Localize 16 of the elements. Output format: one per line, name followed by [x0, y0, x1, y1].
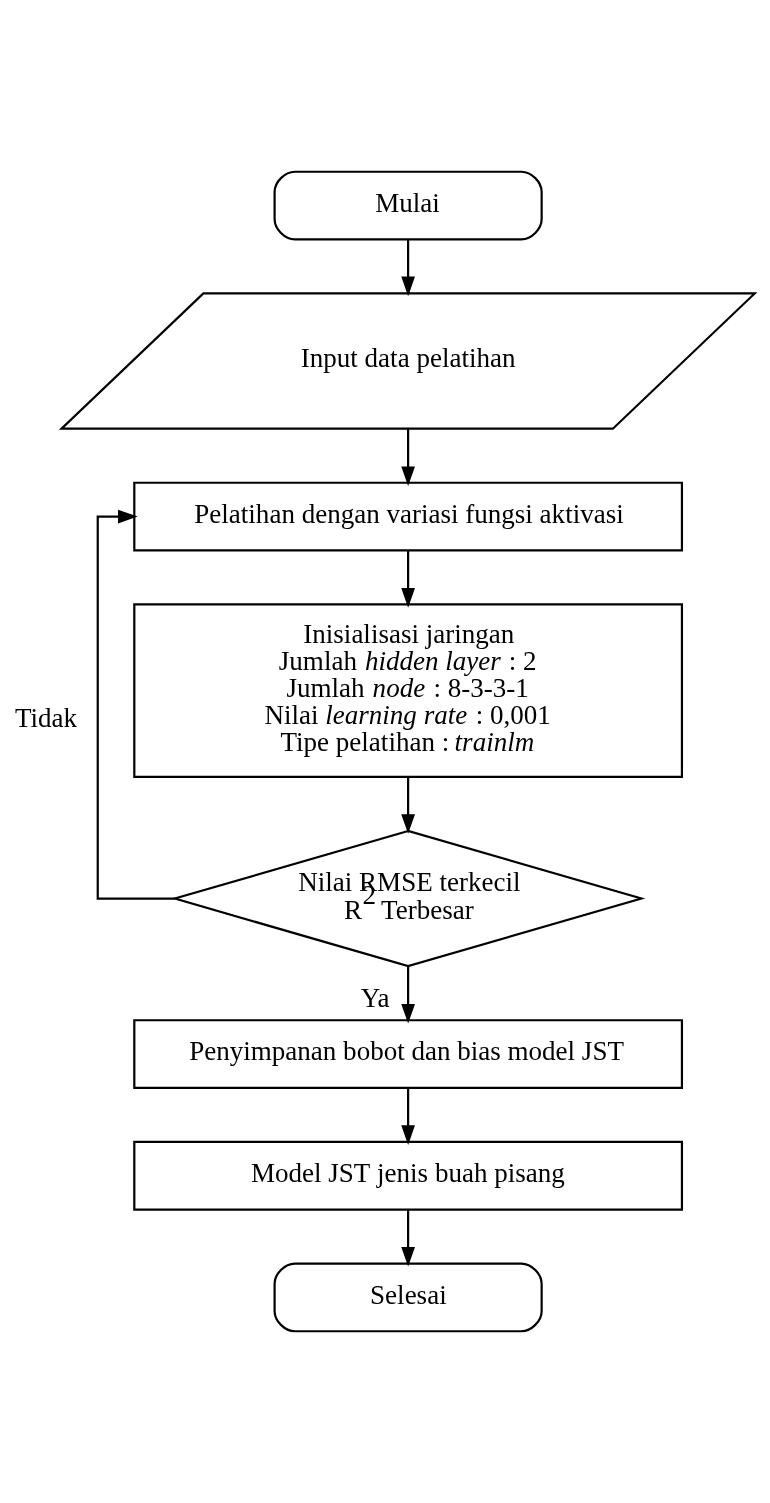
node-box: Inisialisasi jaringan Jumlah hidden layer : 2 Jumlah node : 8-3-3-1 Nilai learning rate : 0,001 Tipe pelatihan : trainlm: [133, 603, 684, 778]
node-box: Mulai: [273, 170, 543, 241]
arrow: [401, 550, 415, 608]
arrow: [401, 1209, 415, 1267]
node-box: Selesai: [273, 1262, 543, 1333]
arrow: [96, 509, 175, 900]
arrow: [401, 777, 415, 834]
arrow: [401, 966, 415, 1024]
node-box: Penyimpanan bobot dan bias model JST: [133, 1019, 684, 1089]
arrow: [401, 240, 415, 297]
arrow: [401, 428, 415, 487]
arrow: [401, 1087, 415, 1145]
edge-label: Tidak: [14, 702, 78, 733]
node-box: Model JST jenis buah pisang: [133, 1140, 684, 1211]
edge-label: Ya: [360, 983, 390, 1014]
node-box: Pelatihan dengan variasi fungsi aktivasi: [133, 481, 684, 552]
